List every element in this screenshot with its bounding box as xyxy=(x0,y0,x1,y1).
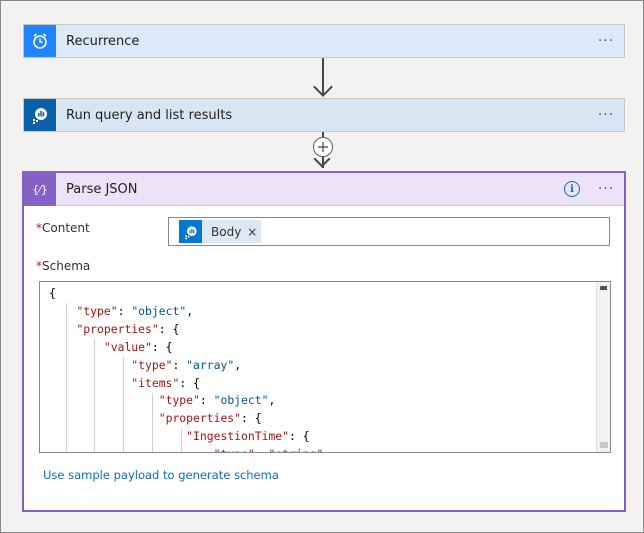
more-options-button[interactable]: ··· xyxy=(597,107,615,123)
token-label: Body xyxy=(211,224,242,239)
step-title: Run query and list results xyxy=(66,107,233,123)
code-line: "type": "object", xyxy=(76,303,194,318)
indent-guide xyxy=(66,303,67,452)
log-analytics-icon xyxy=(179,220,202,243)
more-options-button[interactable]: ··· xyxy=(597,181,615,197)
scroll-thumb[interactable] xyxy=(600,286,607,290)
vertical-scrollbar[interactable] xyxy=(596,282,610,452)
body-token[interactable]: Body × xyxy=(179,220,261,243)
alarm-clock-icon xyxy=(24,25,56,57)
schema-editor[interactable]: { "type": "object", "properties": { "val… xyxy=(39,281,611,453)
code-line: "type": "array", xyxy=(131,357,242,372)
code-line: { xyxy=(49,286,56,300)
indent-guide xyxy=(152,393,153,452)
code-line: "properties": { xyxy=(158,411,262,426)
schema-label: *Schema xyxy=(36,259,90,273)
parse-json-step: {⁄} Parse JSON i ··· *Content Body × xyxy=(22,171,626,512)
sample-payload-link[interactable]: Use sample payload to generate schema xyxy=(43,468,279,482)
content-input[interactable]: Body × xyxy=(168,217,610,246)
info-icon[interactable]: i xyxy=(564,181,580,197)
code-line: "properties": { xyxy=(76,321,180,336)
log-analytics-icon xyxy=(24,99,56,131)
run-query-step[interactable]: Run query and list results ··· xyxy=(23,98,625,132)
step-title: Parse JSON xyxy=(66,181,138,197)
content-label: *Content xyxy=(36,221,90,235)
braces-icon: {⁄} xyxy=(24,172,56,206)
content-label-text: Content xyxy=(42,221,90,235)
more-options-button[interactable]: ··· xyxy=(597,33,615,49)
code-line: "type": "string" xyxy=(49,446,596,452)
required-marker: * xyxy=(36,221,42,235)
scroll-marker xyxy=(600,442,608,448)
connector-line xyxy=(322,58,324,96)
indent-guide xyxy=(181,429,182,452)
parse-json-header[interactable]: {⁄} Parse JSON i ··· xyxy=(24,172,624,206)
recurrence-step[interactable]: Recurrence ··· xyxy=(23,24,625,58)
arrow-down-icon xyxy=(313,77,333,97)
required-marker: * xyxy=(36,259,42,273)
remove-token-icon[interactable]: × xyxy=(247,224,258,239)
step-title: Recurrence xyxy=(66,33,140,49)
code-line: "value": { xyxy=(103,339,173,354)
add-step-button[interactable] xyxy=(313,137,333,157)
schema-code: { "type": "object", "properties": { "val… xyxy=(49,285,596,452)
plus-icon xyxy=(318,142,328,152)
code-line: "type": "object", xyxy=(158,393,276,408)
indent-guide xyxy=(94,339,95,452)
code-line: "items": { xyxy=(131,375,200,390)
schema-label-text: Schema xyxy=(42,259,91,273)
indent-guide xyxy=(123,357,124,452)
code-line: "IngestionTime": { xyxy=(186,429,310,444)
